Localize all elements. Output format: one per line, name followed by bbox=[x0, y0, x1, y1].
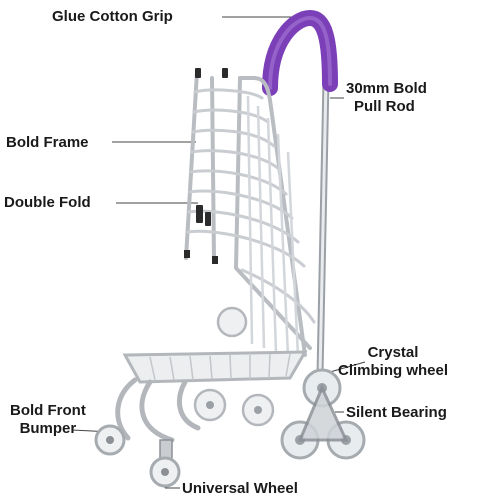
label-pull-rod-line2: Pull Rod bbox=[354, 98, 415, 115]
label-universal-wheel: Universal Wheel bbox=[182, 480, 298, 497]
grip bbox=[262, 9, 338, 96]
label-pull-rod-line1: 30mm Bold bbox=[346, 80, 427, 97]
frame-bars bbox=[246, 95, 300, 357]
front-bumper bbox=[115, 377, 201, 443]
label-bold-frame: Bold Frame bbox=[6, 134, 89, 151]
fold-latch bbox=[184, 68, 228, 264]
universal-wheels bbox=[94, 424, 181, 488]
label-double-fold: Double Fold bbox=[4, 194, 91, 211]
label-glue-cotton-grip: Glue Cotton Grip bbox=[52, 8, 173, 25]
label-pull-rod: 30mm Bold Pull Rod bbox=[346, 80, 427, 116]
label-silent-bearing: Silent Bearing bbox=[346, 404, 447, 421]
label-bold-front-bumper: Bold Front Bumper bbox=[10, 402, 86, 438]
label-crystal-line1: Crystal bbox=[367, 344, 419, 361]
pull-rod bbox=[316, 76, 330, 379]
label-crystal-line2: Climbing wheel bbox=[338, 362, 449, 379]
climbing-wheels-right bbox=[280, 368, 366, 460]
climbing-wheels-back bbox=[193, 306, 275, 427]
label-bumper-line1: Bold Front bbox=[10, 402, 86, 419]
base-platform bbox=[122, 350, 308, 384]
label-crystal-climbing-wheel: Crystal Climbing wheel bbox=[338, 344, 448, 380]
label-bumper-line2: Bumper bbox=[19, 420, 77, 437]
